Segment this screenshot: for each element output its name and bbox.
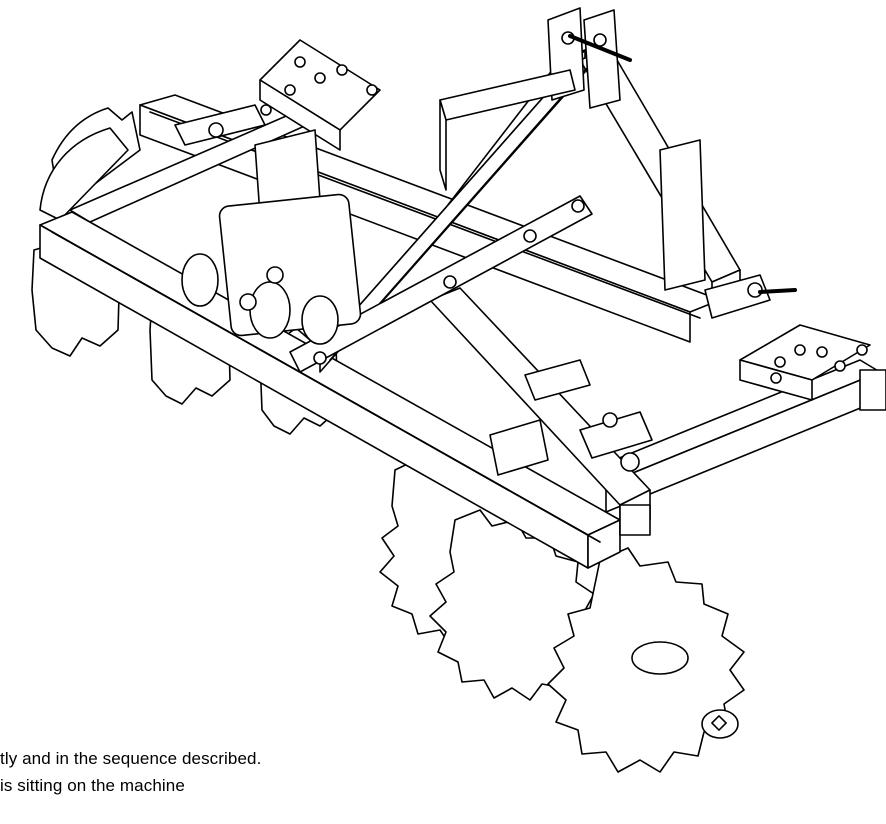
bearing-assembly: [181, 193, 362, 345]
right-bracket: [659, 139, 797, 319]
hitch-mast: [439, 7, 632, 191]
left-mount-plate: [259, 39, 381, 151]
instruction-line-1: tly and in the sequence described.: [0, 749, 262, 768]
lower-clamp: [489, 359, 653, 476]
cross-strap: [289, 195, 593, 373]
instruction-line-2: is sitting on the machine: [0, 776, 185, 795]
right-mount-plate: [739, 324, 886, 411]
